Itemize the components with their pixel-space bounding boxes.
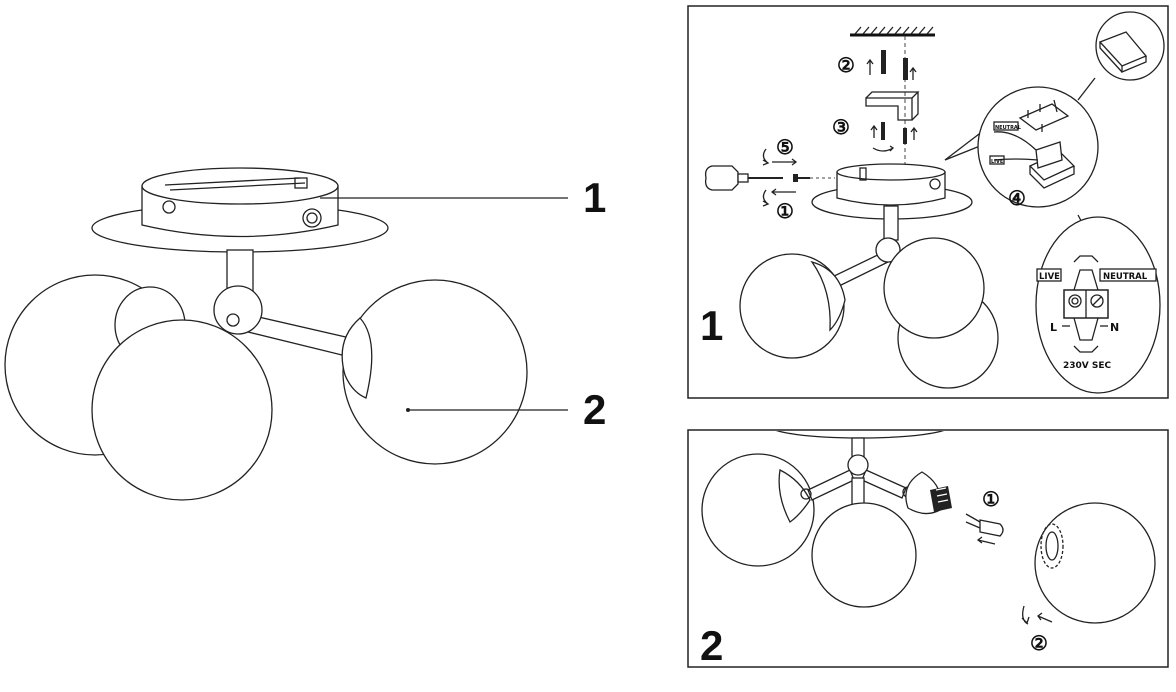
step-label-screw-tighten: ⑤ (776, 137, 794, 159)
canopy-screw-hole (302, 208, 322, 228)
step-label-screw-loosen: ① (776, 201, 794, 223)
panel1-globe-left (739, 253, 845, 359)
wire-label-live-small: LIVE (991, 159, 1004, 165)
terminal-label-l: L (1050, 321, 1057, 334)
step-label-wiring: ④ (1008, 188, 1026, 210)
canopy-screw (162, 200, 176, 214)
wiring-detail-bubble (977, 86, 1099, 208)
lamp-hub (213, 285, 263, 335)
terminal-label-neutral: NEUTRAL (1103, 272, 1148, 282)
lamp-overview: 1 2 (4, 167, 606, 501)
terminal-label-live: LIVE (1039, 272, 1060, 282)
step-label-ceiling-anchor: ② (837, 55, 855, 77)
screw-icon (881, 122, 907, 144)
removed-glass-globe (1034, 502, 1156, 624)
wire-label-neutral-small: NEUTRAL (995, 125, 1022, 131)
panel2-canopy (776, 431, 944, 439)
step-label-bulb: ① (982, 489, 1000, 511)
panel1-globe-front (883, 237, 985, 339)
screwdriver-icon (704, 165, 783, 191)
voltage-label: 230V SEC (1063, 361, 1112, 371)
panel2-globe-front (811, 502, 917, 608)
bulb-socket-icon (930, 486, 952, 512)
panel-2-number: 2 (700, 622, 723, 669)
panel-1-number: 1 (700, 302, 723, 349)
terminal-label-n: N (1110, 321, 1119, 334)
callout-label-2: 2 (583, 386, 606, 433)
callout-label-1: 1 (583, 174, 606, 221)
globe-right (342, 279, 528, 465)
panel-2-bulb-replacement: ① ② 2 (687, 429, 1169, 669)
step-label-bracket: ③ (832, 117, 850, 139)
small-screw-icon (793, 174, 810, 182)
step-label-glass: ② (1030, 633, 1048, 655)
lamp-arm-right (247, 314, 351, 357)
g9-bulb-icon (965, 513, 1004, 537)
globe-holder-right (341, 317, 373, 399)
wall-plug-icon (881, 50, 908, 80)
globe-front-left (91, 319, 273, 501)
panel-1-installation: ② ③ (687, 5, 1169, 399)
